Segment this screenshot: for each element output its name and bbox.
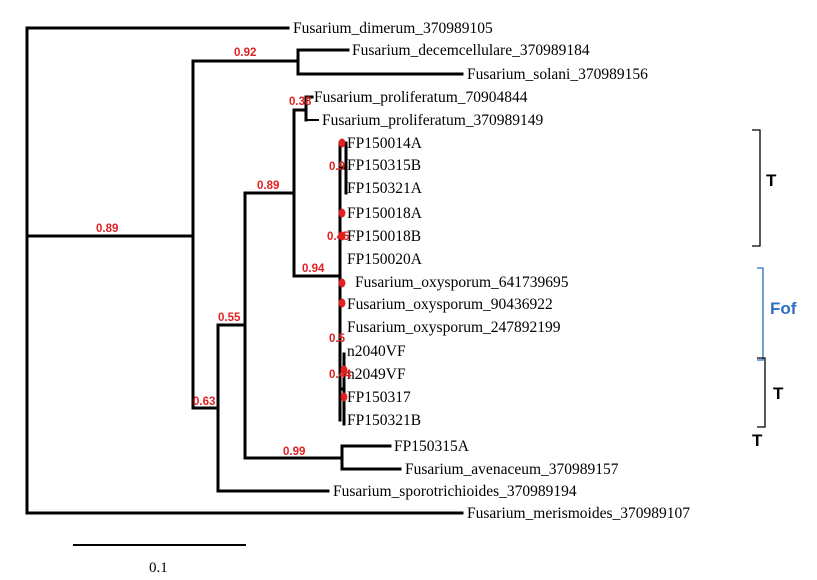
support-value: 0.38	[289, 96, 312, 108]
leaf-label: FP150315A	[394, 438, 470, 455]
leaf-label: Fusarium_proliferatum_370989149	[322, 112, 544, 129]
support-value: 0.94	[302, 263, 325, 275]
leaf-label: FP150020A	[347, 251, 423, 268]
bracket-t1	[752, 129, 761, 247]
leaf-label: FP150018B	[347, 228, 421, 245]
support-value: 0.92	[234, 47, 256, 59]
support-value: 0.9	[329, 161, 345, 173]
leaf-label: FP150014A	[347, 135, 423, 152]
leaf-labels: Fusarium_dimerum_370989105 Fusarium_dece…	[293, 20, 690, 522]
leaf-label: FP150018A	[347, 205, 423, 222]
leaf-label: Fusarium_proliferatum_70904844	[314, 89, 528, 106]
group-label-t2: T	[773, 384, 784, 403]
leaf-label: Fusarium_solani_370989156	[467, 66, 648, 83]
bracket-t2	[757, 357, 766, 428]
support-dot	[338, 208, 346, 218]
support-dot	[338, 231, 346, 241]
support-dot	[340, 392, 348, 402]
leaf-label: FP150321A	[347, 180, 423, 197]
group-label-fof: Fof	[770, 299, 797, 318]
support-values: 0.89 0.92 0.63 0.55 0.89 0.94 0.99 0.38 …	[96, 47, 352, 458]
support-value: 0.44	[329, 369, 352, 381]
support-value: 0.55	[218, 312, 241, 324]
support-value: 0.5	[329, 333, 346, 345]
support-value: 0.89	[96, 223, 118, 235]
support-value: 0.89	[257, 180, 279, 192]
leaf-label: Fusarium_avenaceum_370989157	[405, 461, 619, 478]
group-label-t1: T	[766, 171, 777, 190]
support-dots	[338, 138, 348, 402]
leaf-label: FP150317	[347, 389, 411, 406]
support-dot	[338, 138, 346, 148]
group-label-t3: T	[752, 431, 763, 450]
leaf-label: FP150315B	[347, 157, 421, 174]
leaf-label: Fusarium_sporotrichioides_370989194	[333, 483, 577, 500]
leaf-label: Fusarium_dimerum_370989105	[293, 20, 493, 37]
leaf-label: n2049VF	[347, 366, 406, 383]
leaf-label: Fusarium_oxysporum_641739695	[355, 274, 569, 291]
support-dot	[338, 298, 346, 308]
support-dot	[338, 278, 346, 288]
leaf-label: Fusarium_decemcellulare_370989184	[352, 42, 590, 59]
leaf-label: Fusarium_oxysporum_90436922	[347, 296, 553, 313]
support-dot	[340, 365, 348, 375]
support-value: 0.45	[327, 231, 350, 243]
support-value: 0.63	[193, 396, 215, 408]
support-value: 0.99	[283, 446, 305, 458]
bracket-fof	[757, 267, 764, 361]
tree-branches	[25, 26, 464, 515]
scale-bar: 0.1	[73, 544, 246, 576]
leaf-label: Fusarium_oxysporum_247892199	[347, 319, 561, 336]
leaf-label: FP150321B	[347, 412, 421, 429]
leaf-label: n2040VF	[347, 343, 406, 360]
scale-label: 0.1	[149, 560, 168, 576]
group-annotations: T Fof T T	[752, 129, 797, 450]
leaf-label: Fusarium_merismoides_370989107	[467, 505, 690, 522]
